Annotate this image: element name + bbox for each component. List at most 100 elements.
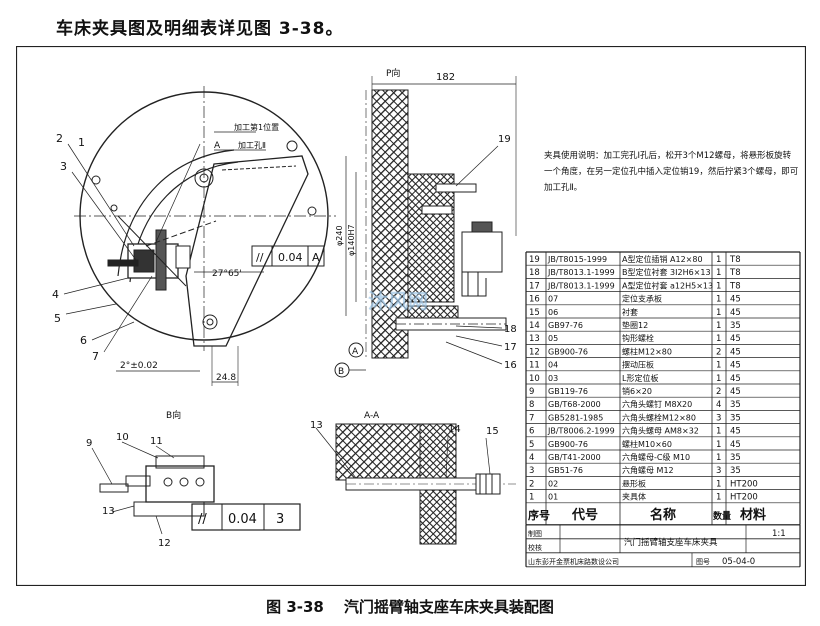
bom-row-material: 35	[730, 453, 741, 463]
bom-header-no: 序号	[528, 508, 550, 522]
bom-row-name: L形定位板	[622, 373, 658, 383]
usage-note-line1: 夹具使用说明：加工完孔Ⅰ孔后，松开3个M12螺母，将悬形板旋转	[544, 150, 792, 161]
balloon-18: 18	[504, 324, 517, 335]
bom-row-qty: 2	[716, 387, 721, 397]
bom-row-material: 45	[730, 361, 741, 371]
title-dwg-label: 图号	[696, 558, 710, 566]
balloon-17: 17	[504, 342, 517, 353]
bom-row-no: 15	[529, 308, 540, 318]
top-view-label: P向	[386, 67, 400, 79]
bom-row-code: GB/T41-2000	[548, 453, 601, 462]
bom-row-name: 钩形螺栓	[622, 333, 654, 343]
bom-row-name: 摆动压板	[622, 360, 654, 370]
bom-row-material: 35	[730, 400, 741, 410]
bom-row-material: T8	[729, 268, 741, 278]
bom-row-name: 悬形板	[622, 478, 646, 488]
dim-24-8: 24.8	[216, 373, 236, 383]
bom-header-name: 名称	[650, 507, 676, 523]
bom-row-material: T8	[729, 255, 741, 265]
balloon-3: 3	[60, 160, 67, 173]
tol2-datum: 3	[276, 512, 284, 527]
dim-phi2: φ140H7	[347, 224, 356, 256]
balloon-5: 5	[54, 312, 61, 325]
bom-row-code: GB900-76	[548, 347, 588, 356]
bom-row-code: GB97-76	[548, 321, 583, 330]
bom-row-material: 35	[730, 321, 741, 331]
bom-row-qty: 1	[716, 281, 721, 291]
bom-row-name: B型定位衬套 3I2H6×13	[622, 267, 711, 277]
balloon-1: 1	[78, 136, 85, 149]
bom-row-name: 螺柱M10×60	[622, 439, 672, 449]
bom-row-material: HT200	[730, 479, 758, 489]
bom-row-material: HT200	[730, 493, 758, 503]
dim-angle: 27°65'	[212, 269, 242, 279]
dim-phi1: φ240	[335, 225, 344, 246]
bom-row-no: 9	[529, 387, 534, 397]
bom-row-qty: 1	[716, 361, 721, 371]
bom-row-name: 六角螺母 M12	[622, 465, 674, 475]
bom-row-name: 六角头螺钉 M8X20	[622, 399, 692, 409]
dim-182: 182	[436, 72, 455, 83]
bom-row-name: 定位支承板	[622, 294, 662, 304]
bom-row-code: GB900-76	[548, 440, 588, 449]
bom-row-qty: 1	[716, 255, 721, 265]
bom-row-name: 六角头螺栓M12×80	[622, 412, 696, 422]
bom-row-code: JB/T8013.1-1999	[547, 281, 615, 290]
balloon-aa-13: 13	[310, 420, 323, 431]
tol1-symbol: //	[256, 251, 264, 264]
bom-row-qty: 1	[716, 453, 721, 463]
datum-a-label: A	[214, 141, 221, 151]
bom-row-no: 5	[529, 440, 534, 450]
bom-row-no: 17	[529, 281, 540, 291]
bom-row-code: GB51-76	[548, 466, 583, 475]
bom-row-qty: 1	[716, 427, 721, 437]
bom-row-no: 1	[529, 493, 534, 503]
bom-row-code: 05	[548, 334, 558, 343]
bom-row-no: 4	[529, 453, 534, 463]
title-drawn: 制图	[528, 529, 542, 538]
bom-row-qty: 1	[716, 493, 721, 503]
sheet-border	[16, 46, 806, 586]
bom-row-no: 13	[529, 334, 540, 344]
tol2-symbol: //	[198, 512, 207, 527]
bom-row-material: 35	[730, 413, 741, 423]
a-a-view	[315, 423, 516, 545]
bom-row-material: 45	[730, 334, 741, 344]
bom-row-qty: 2	[716, 347, 721, 357]
balloon-16: 16	[504, 360, 517, 371]
bom-row-qty: 1	[716, 440, 721, 450]
bom-header-code: 代号	[571, 507, 598, 523]
balloon-aa-15: 15	[486, 426, 499, 437]
bom-row-material: 45	[730, 387, 741, 397]
bom-row-material: 45	[730, 295, 741, 305]
usage-note-line3: 加工孔Ⅱ。	[544, 182, 582, 193]
bom-row-name: A型定位衬套 a12H5×13	[622, 280, 713, 290]
title-checked: 校核	[528, 543, 542, 552]
datum-a-circle: A	[352, 347, 359, 357]
bom-row-no: 11	[529, 361, 540, 371]
balloon-19: 19	[498, 134, 511, 145]
bom-row-qty: 1	[716, 479, 721, 489]
balloon-9: 9	[86, 438, 92, 449]
bom-row-name: 垫圈12	[622, 320, 648, 330]
bom-row-qty: 1	[716, 374, 721, 384]
bom-row-qty: 1	[716, 268, 721, 278]
bom-row-code: 04	[548, 361, 558, 370]
tol1-value: 0.04	[278, 251, 303, 264]
bom-row-no: 3	[529, 466, 534, 476]
bom-row-name: 螺柱M12×80	[622, 346, 672, 356]
tol1-datum: A	[312, 251, 320, 264]
b-view	[91, 441, 301, 535]
title-scale: 1:1	[772, 529, 786, 539]
title-name: 汽门摇臂轴支座车床夹具	[624, 537, 718, 548]
bom-row-no: 6	[529, 427, 534, 437]
bom-row-code: GB/T68-2000	[548, 400, 601, 409]
balloon-6: 6	[80, 334, 87, 347]
bom-row-qty: 3	[716, 413, 721, 423]
bom-row-no: 8	[529, 400, 534, 410]
bom-row-code: JB/T8015-1999	[547, 255, 607, 264]
note-machining-pos: 加工第1位置	[234, 122, 279, 132]
balloon-2: 2	[56, 132, 63, 145]
